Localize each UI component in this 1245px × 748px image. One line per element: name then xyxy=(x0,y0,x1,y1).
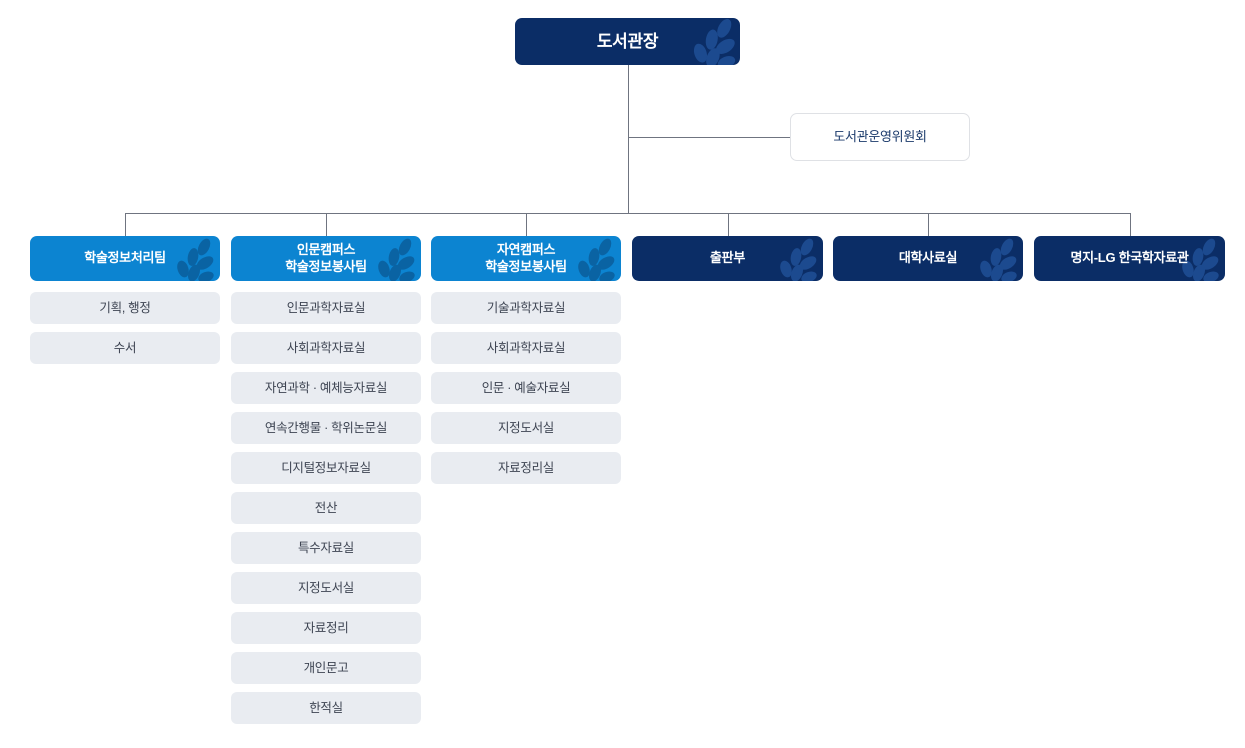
connector-line xyxy=(1130,213,1131,236)
org-node-unit-1-2[interactable]: 수서 xyxy=(30,332,220,364)
leaf-ornament-icon xyxy=(672,18,738,65)
org-node-unit-3-5-label: 자료정리실 xyxy=(497,461,554,475)
org-node-unit-3-3-label: 인문 · 예술자료실 xyxy=(481,381,571,395)
org-node-unit-2-1-label: 인문과학자료실 xyxy=(286,301,366,315)
org-node-unit-2-3[interactable]: 자연과학 · 예체능자료실 xyxy=(231,372,421,404)
leaf-ornament-icon xyxy=(559,237,617,281)
org-node-unit-2-5-label: 디지털정보자료실 xyxy=(281,461,371,475)
org-node-unit-3-1[interactable]: 기술과학자료실 xyxy=(431,292,621,324)
connector-line xyxy=(326,213,327,236)
org-node-unit-3-4[interactable]: 지정도서실 xyxy=(431,412,621,444)
org-node-unit-1-1-label: 기획, 행정 xyxy=(99,301,151,315)
org-node-advisory-committee-label: 도서관운영위원회 xyxy=(833,128,927,144)
org-node-unit-2-2[interactable]: 사회과학자료실 xyxy=(231,332,421,364)
connector-line xyxy=(928,213,929,236)
org-node-unit-2-10[interactable]: 개인문고 xyxy=(231,652,421,684)
org-node-department-5[interactable]: 대학사료실 xyxy=(833,236,1023,281)
org-node-unit-2-5[interactable]: 디지털정보자료실 xyxy=(231,452,421,484)
org-node-unit-2-4[interactable]: 연속간행물 · 학위논문실 xyxy=(231,412,421,444)
org-node-unit-2-10-label: 개인문고 xyxy=(303,661,349,675)
org-node-department-2-label: 인문캠퍼스 학술정보봉사팀 xyxy=(285,241,367,274)
leaf-ornament-icon xyxy=(158,237,216,281)
connector-line xyxy=(125,213,1130,214)
org-node-unit-3-3[interactable]: 인문 · 예술자료실 xyxy=(431,372,621,404)
org-node-department-6-label: 명지-LG 한국학자료관 xyxy=(1070,250,1189,266)
org-node-department-1-label: 학술정보처리팀 xyxy=(84,250,166,266)
org-node-director-label: 도서관장 xyxy=(596,31,659,51)
org-node-unit-2-11-label: 한적실 xyxy=(309,701,343,715)
connector-line xyxy=(728,213,729,236)
org-node-department-4[interactable]: 출판부 xyxy=(632,236,823,281)
org-node-unit-1-1[interactable]: 기획, 행정 xyxy=(30,292,220,324)
org-node-unit-2-11[interactable]: 한적실 xyxy=(231,692,421,724)
org-node-unit-2-6[interactable]: 전산 xyxy=(231,492,421,524)
org-node-unit-2-1[interactable]: 인문과학자료실 xyxy=(231,292,421,324)
org-node-unit-1-2-label: 수서 xyxy=(113,341,137,355)
org-node-unit-3-5[interactable]: 자료정리실 xyxy=(431,452,621,484)
org-node-department-3[interactable]: 자연캠퍼스 학술정보봉사팀 xyxy=(431,236,621,281)
org-node-unit-2-3-label: 자연과학 · 예체능자료실 xyxy=(264,381,388,395)
leaf-ornament-icon xyxy=(961,237,1019,281)
org-node-unit-3-1-label: 기술과학자료실 xyxy=(486,301,566,315)
org-node-department-2[interactable]: 인문캠퍼스 학술정보봉사팀 xyxy=(231,236,421,281)
connector-line xyxy=(125,213,126,236)
org-node-department-5-label: 대학사료실 xyxy=(898,250,958,266)
org-node-department-3-label: 자연캠퍼스 학술정보봉사팀 xyxy=(485,241,567,274)
connector-line xyxy=(526,213,527,236)
org-node-unit-2-8[interactable]: 지정도서실 xyxy=(231,572,421,604)
connector-line xyxy=(628,65,629,213)
org-node-unit-2-2-label: 사회과학자료실 xyxy=(286,341,366,355)
org-node-unit-2-7-label: 특수자료실 xyxy=(297,541,354,555)
org-node-unit-3-2-label: 사회과학자료실 xyxy=(486,341,566,355)
leaf-ornament-icon xyxy=(359,237,417,281)
org-node-unit-2-9-label: 자료정리 xyxy=(303,621,349,635)
org-node-department-1[interactable]: 학술정보처리팀 xyxy=(30,236,220,281)
org-node-unit-2-7[interactable]: 특수자료실 xyxy=(231,532,421,564)
org-node-department-4-label: 출판부 xyxy=(710,250,745,266)
org-node-unit-2-4-label: 연속간행물 · 학위논문실 xyxy=(264,421,388,435)
org-node-unit-2-6-label: 전산 xyxy=(314,501,338,515)
org-node-unit-3-2[interactable]: 사회과학자료실 xyxy=(431,332,621,364)
org-node-unit-2-8-label: 지정도서실 xyxy=(297,581,354,595)
connector-line xyxy=(628,137,790,138)
org-node-advisory-committee[interactable]: 도서관운영위원회 xyxy=(790,113,970,161)
leaf-ornament-icon xyxy=(761,237,819,281)
org-node-unit-3-4-label: 지정도서실 xyxy=(497,421,554,435)
org-node-unit-2-9[interactable]: 자료정리 xyxy=(231,612,421,644)
org-node-department-6[interactable]: 명지-LG 한국학자료관 xyxy=(1034,236,1225,281)
org-node-director[interactable]: 도서관장 xyxy=(515,18,740,65)
